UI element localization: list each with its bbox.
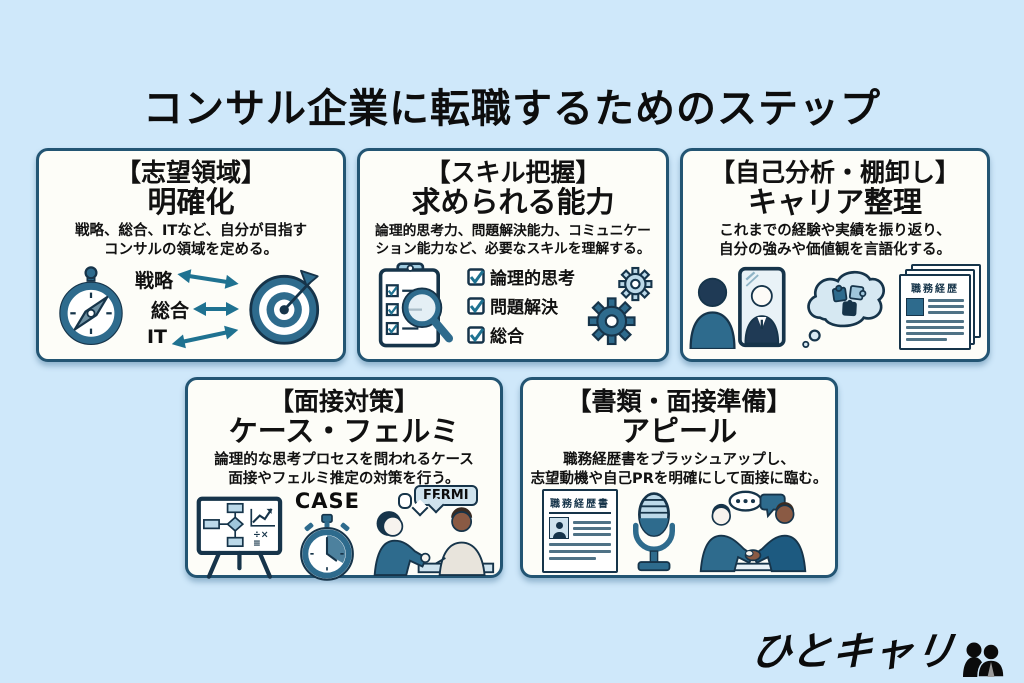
checkbox-icon xyxy=(467,267,485,286)
card1-body-line1: 戦略、総合、ITなど、自分が目指す xyxy=(74,222,308,239)
card-step-interview-prep: 【面接対策】 ケース・フェルミ 論理的な思考プロセスを問われるケース 面接やフェ… xyxy=(185,377,503,581)
card-step-documents-appeal: 【書類・面接準備】 アピール 職務経歴書をブラッシュアップし、 志望動機や自己P… xyxy=(520,377,838,578)
card3-body-line2: 自分の強みや価値観を言語化する。 xyxy=(719,242,951,259)
card4-body-line2: 面接やフェルミ推定の対策を行う。 xyxy=(228,471,460,488)
card4-body-line1: 論理的な思考プロセスを問われるケース xyxy=(214,451,474,468)
card3-bracket-heading: 【自己分析・棚卸し】 xyxy=(709,158,960,187)
document-title: 職務経歴 xyxy=(911,283,959,295)
card2-main-heading: 求められる能力 xyxy=(411,185,615,219)
domain-label-it: IT xyxy=(146,325,167,348)
resume-icon: 職務経歴書 xyxy=(542,489,618,574)
skill-label-problem: 問題解決 xyxy=(490,298,558,319)
domain-row-general: 総合 xyxy=(135,296,239,323)
card1-body-line2: コンサルの領域を定める。 xyxy=(104,242,278,259)
card3-art: 職務経歴 xyxy=(687,260,983,353)
compass-icon xyxy=(59,265,123,345)
card-step-self-analysis: 【自己分析・棚卸し】 キャリア整理 これまでの経験や実績を振り返り、 自分の強み… xyxy=(680,148,990,362)
card5-bracket-heading: 【書類・面接準備】 xyxy=(566,387,792,416)
handshake-icon xyxy=(699,490,807,573)
domain-row-strategy: 戦略 xyxy=(135,266,239,293)
card2-art: 論理的思考 問題解決 総合 xyxy=(364,258,662,353)
svg-text:≡: ≡ xyxy=(253,538,261,549)
card5-art: 職務経歴書 xyxy=(527,489,831,574)
gears-icon xyxy=(587,266,653,345)
svg-text:÷×: ÷× xyxy=(253,530,269,541)
double-arrow-icon xyxy=(171,325,239,348)
domain-label-general: 総合 xyxy=(150,299,189,322)
card2-body-line2: ション能力など、必要なスキルを理解する。 xyxy=(375,241,651,258)
card5-body-line2: 志望動機や自己PRを明確にして面接に臨む。 xyxy=(530,471,828,488)
skill-label-logic: 論理的思考 xyxy=(490,269,575,290)
card1-main-heading: 明確化 xyxy=(147,185,235,219)
resume-photo-block xyxy=(549,517,569,540)
card2-bracket-heading: 【スキル把握】 xyxy=(425,158,601,187)
card4-main-heading: ケース・フェルミ xyxy=(228,414,460,448)
logo-people-icon xyxy=(963,642,1005,677)
stopwatch-icon xyxy=(300,513,355,581)
resume-text-lines xyxy=(573,517,611,539)
case-label: CASE xyxy=(294,489,360,514)
card1-art: 戦略 総合 IT xyxy=(43,260,339,353)
card1-domain-labels: 戦略 総合 IT xyxy=(135,266,239,348)
card4-bracket-heading: 【面接対策】 xyxy=(268,387,419,416)
card2-body-line1: 論理的思考力、問題解決能力、コミュニケー xyxy=(375,222,651,239)
card-step-skills: 【スキル把握】 求められる能力 論理的思考力、問題解決能力、コミュニケー ション… xyxy=(357,148,669,362)
thought-puzzle-icon xyxy=(802,270,885,348)
speech-bubble-small xyxy=(398,493,412,510)
fermi-speech-bubble: FERMI xyxy=(414,485,478,507)
checklist-magnifier-icon xyxy=(378,261,454,348)
skill-label-general: 総合 xyxy=(490,327,524,348)
double-arrow-icon xyxy=(193,302,239,317)
checkbox-icon xyxy=(467,325,485,344)
domain-row-it: IT xyxy=(135,325,239,348)
site-logo: ひとキャリ xyxy=(748,619,1006,677)
career-documents-icon: 職務経歴 xyxy=(899,263,983,350)
skill-row-general: 総合 xyxy=(467,322,575,347)
resume-title: 職務経歴書 xyxy=(549,495,611,515)
page-title: コンサル企業に転職するためのステップ xyxy=(143,86,881,132)
skill-row-logic: 論理的思考 xyxy=(467,264,575,289)
resume-body xyxy=(549,517,611,540)
card4-interview-scene: FERMI xyxy=(368,485,496,581)
card-step-target-domain: 【志望領域】 明確化 戦略、総合、ITなど、自分が目指す コンサルの領域を定める… xyxy=(36,148,346,362)
target-icon xyxy=(249,269,320,345)
microphone-icon xyxy=(633,492,675,572)
document-body xyxy=(906,297,964,316)
skill-row-problem: 問題解決 xyxy=(467,293,575,318)
card1-bracket-heading: 【志望領域】 xyxy=(115,158,266,187)
document-front-sheet: 職務経歴 xyxy=(899,273,971,350)
domain-label-strategy: 戦略 xyxy=(134,269,173,292)
interview-people-icon xyxy=(373,507,495,577)
card4-art: ÷× ≡ CASE xyxy=(192,485,496,583)
card5-body-line1: 職務経歴書をブラッシュアップし、 xyxy=(563,451,795,468)
card3-main-heading: キャリア整理 xyxy=(747,185,922,219)
document-text-lines xyxy=(928,298,964,316)
card2-skill-list: 論理的思考 問題解決 総合 xyxy=(467,264,575,347)
card4-case-block: CASE xyxy=(295,489,360,583)
card5-main-heading: アピール xyxy=(620,414,737,448)
whiteboard-flowchart-icon: ÷× ≡ xyxy=(196,496,283,579)
mirror-reflection-icon xyxy=(689,266,786,349)
card3-body-line1: これまでの経験や実績を振り返り、 xyxy=(719,222,951,239)
document-photo-block xyxy=(906,297,924,316)
checkbox-icon xyxy=(467,296,485,315)
double-arrow-icon xyxy=(177,269,239,289)
logo-wordmark: ひとキャリ xyxy=(748,629,959,675)
